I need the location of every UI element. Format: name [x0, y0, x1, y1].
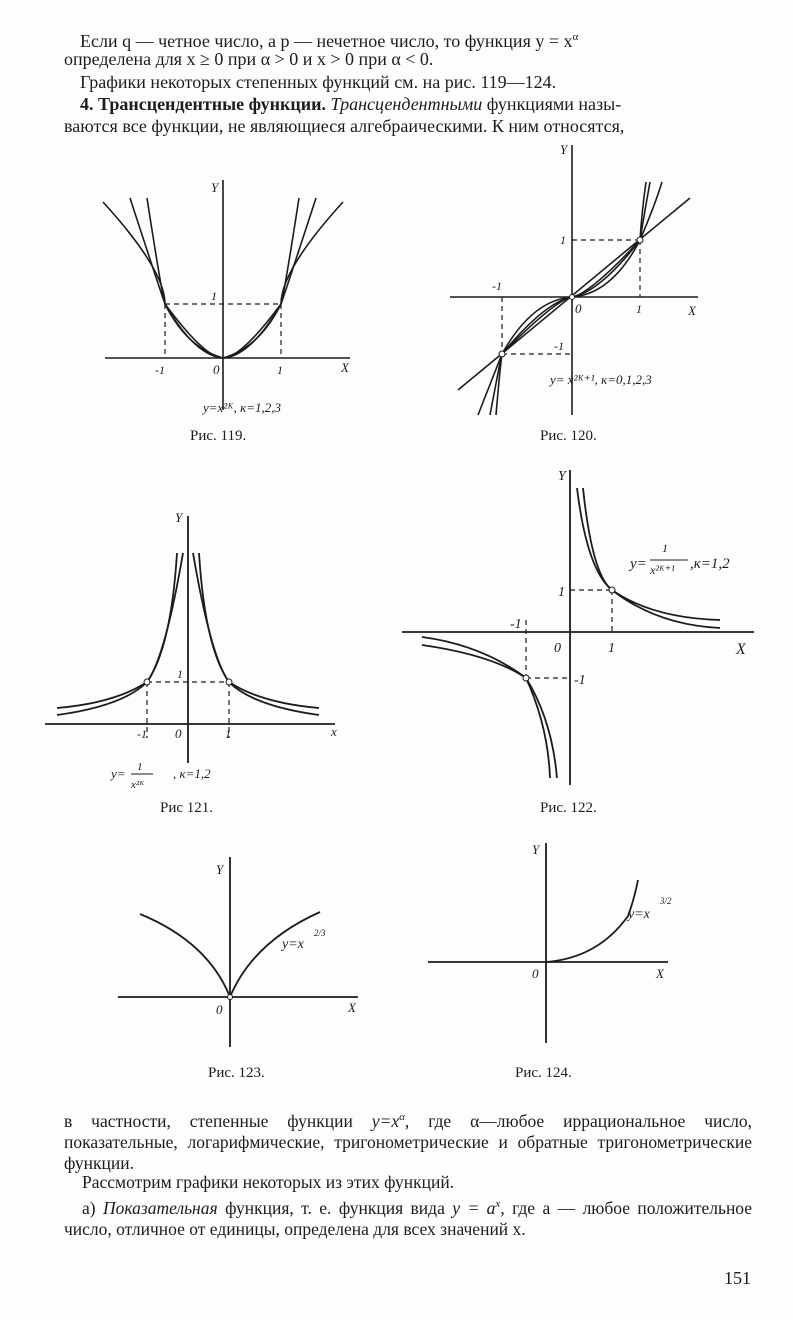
figure-122: Y X 0 1 -1 1 -1 y= 1 x²ᴷ⁺¹ ,к=1,2 [402, 469, 754, 785]
paragraph-1: в частности, степенные функции y=xα, где… [64, 1107, 752, 1174]
caption-119: Рис. 119. [190, 428, 247, 444]
x-label: x [330, 724, 337, 739]
p3-term: Показательная [103, 1197, 218, 1218]
caption-123: Рис. 123. [208, 1065, 265, 1081]
tick-minus-1: -1 [137, 727, 147, 741]
y-label: Y [532, 842, 541, 857]
p3-rest: , где a — любое положительное число, отл… [64, 1197, 753, 1239]
line4-rest: функциями назы- [486, 94, 622, 114]
y-label: Y [216, 862, 225, 877]
p1-a: в частности, степенные функции [64, 1110, 353, 1131]
origin-label: 0 [175, 726, 182, 741]
x-label: X [340, 360, 350, 375]
formula: y=x²ᴷ, к=1,2,3 [201, 400, 281, 415]
tick-1: 1 [608, 641, 615, 656]
formula: y=x [280, 937, 305, 952]
point-1-1 [608, 586, 616, 594]
p3-formula: y = a [452, 1197, 496, 1218]
formula-y: y= [628, 556, 647, 572]
origin-label: 0 [554, 641, 561, 656]
p3-exponent: x [495, 1198, 501, 1210]
y-label: Y [560, 142, 569, 157]
y-label: Y [211, 180, 220, 195]
tick-1: 1 [636, 302, 642, 316]
curve-k0 [457, 197, 691, 391]
formula: y=x [626, 907, 651, 922]
term-italic: Трансцендентными [330, 94, 483, 114]
formula-num: 1 [137, 761, 143, 773]
x-label: X [735, 641, 747, 658]
formula-den: x²ᴷ [130, 779, 145, 791]
tick-ym1: -1 [574, 673, 586, 688]
text-line-1: Если q — четное число, а p — нечетное чи… [80, 26, 578, 52]
formula-den: x²ᴷ⁺¹ [649, 563, 675, 577]
tick-1: 1 [277, 363, 283, 377]
curve-k3 [146, 197, 300, 359]
curve-k2-left [421, 644, 551, 779]
figure-121: Y x 0 1 -1 1 y= 1 x²ᴷ , к=1,2 [45, 510, 337, 791]
curve-k2-left [56, 552, 184, 716]
line1-text: Если q — четное число, а p — нечетное чи… [80, 31, 573, 51]
figure-123: Y X 0 y=x 2/3 [118, 857, 358, 1047]
formula-k: , к=1,2 [173, 766, 211, 781]
curve-k2-right [192, 552, 320, 716]
text-line-3: Графики некоторых степенных функций см. … [80, 72, 557, 92]
text-line-5: ваются все функции, не являющиеся алгебр… [64, 116, 625, 136]
caption-120: Рис. 120. [540, 428, 597, 444]
caption-121: Рис 121. [160, 800, 214, 816]
alpha-exponent: α [572, 31, 579, 43]
origin-label: 0 [213, 362, 220, 377]
tick-y1: 1 [211, 289, 217, 303]
caption-124: Рис. 124. [515, 1065, 572, 1081]
text-line-4: 4. Трансцендентные функции. Трансцендент… [80, 93, 621, 115]
point-m1-1 [143, 678, 151, 686]
section-heading: 4. Трансцендентные функции. [80, 94, 327, 114]
formula-num: 1 [662, 541, 668, 555]
p1-formula: y=x [371, 1110, 400, 1131]
tick-y1: 1 [558, 585, 565, 600]
p3-a: а) [82, 1197, 96, 1218]
p3-c: функция, т. е. функция вида [225, 1197, 445, 1218]
paragraph-3: а) Показательная функция, т. е. функция … [64, 1194, 752, 1240]
point-origin [227, 994, 233, 1000]
x-label: X [687, 303, 697, 318]
y-label: Y [558, 469, 568, 484]
x-label: X [655, 966, 665, 981]
formula-k: ,к=1,2 [690, 556, 730, 572]
paragraph-2: Рассмотрим графики некоторых из этих фун… [82, 1172, 455, 1192]
curve-k1-right [576, 487, 721, 621]
tick-y1: 1 [177, 667, 183, 681]
point-origin [569, 294, 575, 300]
tick-1: 1 [225, 727, 231, 741]
formula-y: y= [109, 766, 126, 781]
p1-exponent: α [399, 1111, 405, 1123]
caption-122: Рис. 122. [540, 800, 597, 816]
figure-120: Y X 0 1 -1 1 -1 y= x²ᴷ⁺¹, к=0,1,2,3 [450, 142, 698, 416]
figure-119: Y X 0 1 -1 1 y=x²ᴷ, к=1,2,3 [102, 180, 350, 415]
tick-y1: 1 [560, 233, 566, 247]
point-1-1 [636, 236, 644, 244]
formula: y= x²ᴷ⁺¹, к=0,1,2,3 [548, 372, 652, 387]
text-line-2: определена для x ≥ 0 при α > 0 и x > 0 п… [64, 49, 434, 69]
formula-exponent: 2/3 [314, 928, 326, 938]
figure-124: Y X 0 y=x 3/2 [428, 842, 672, 1043]
tick-minus-1: -1 [510, 617, 522, 632]
page-number: 151 [724, 1268, 751, 1288]
curve-k1-left [56, 552, 178, 709]
point-m1-m1 [522, 674, 530, 682]
y-label: Y [175, 510, 184, 525]
point-1-1 [225, 678, 233, 686]
origin-label: 0 [532, 966, 539, 981]
origin-label: 0 [216, 1002, 223, 1017]
curve [545, 879, 639, 963]
x-label: X [347, 1000, 357, 1015]
tick-minus-1: -1 [492, 279, 502, 293]
tick-ym1: -1 [554, 339, 564, 353]
origin-label: 0 [575, 301, 582, 316]
curve-k1-right [198, 552, 320, 709]
formula-exponent: 3/2 [659, 896, 672, 906]
tick-minus-1: -1 [155, 363, 165, 377]
p1-rest: , где α—любое иррациональное число, пока… [64, 1110, 753, 1173]
point-m1-m1 [498, 350, 506, 358]
